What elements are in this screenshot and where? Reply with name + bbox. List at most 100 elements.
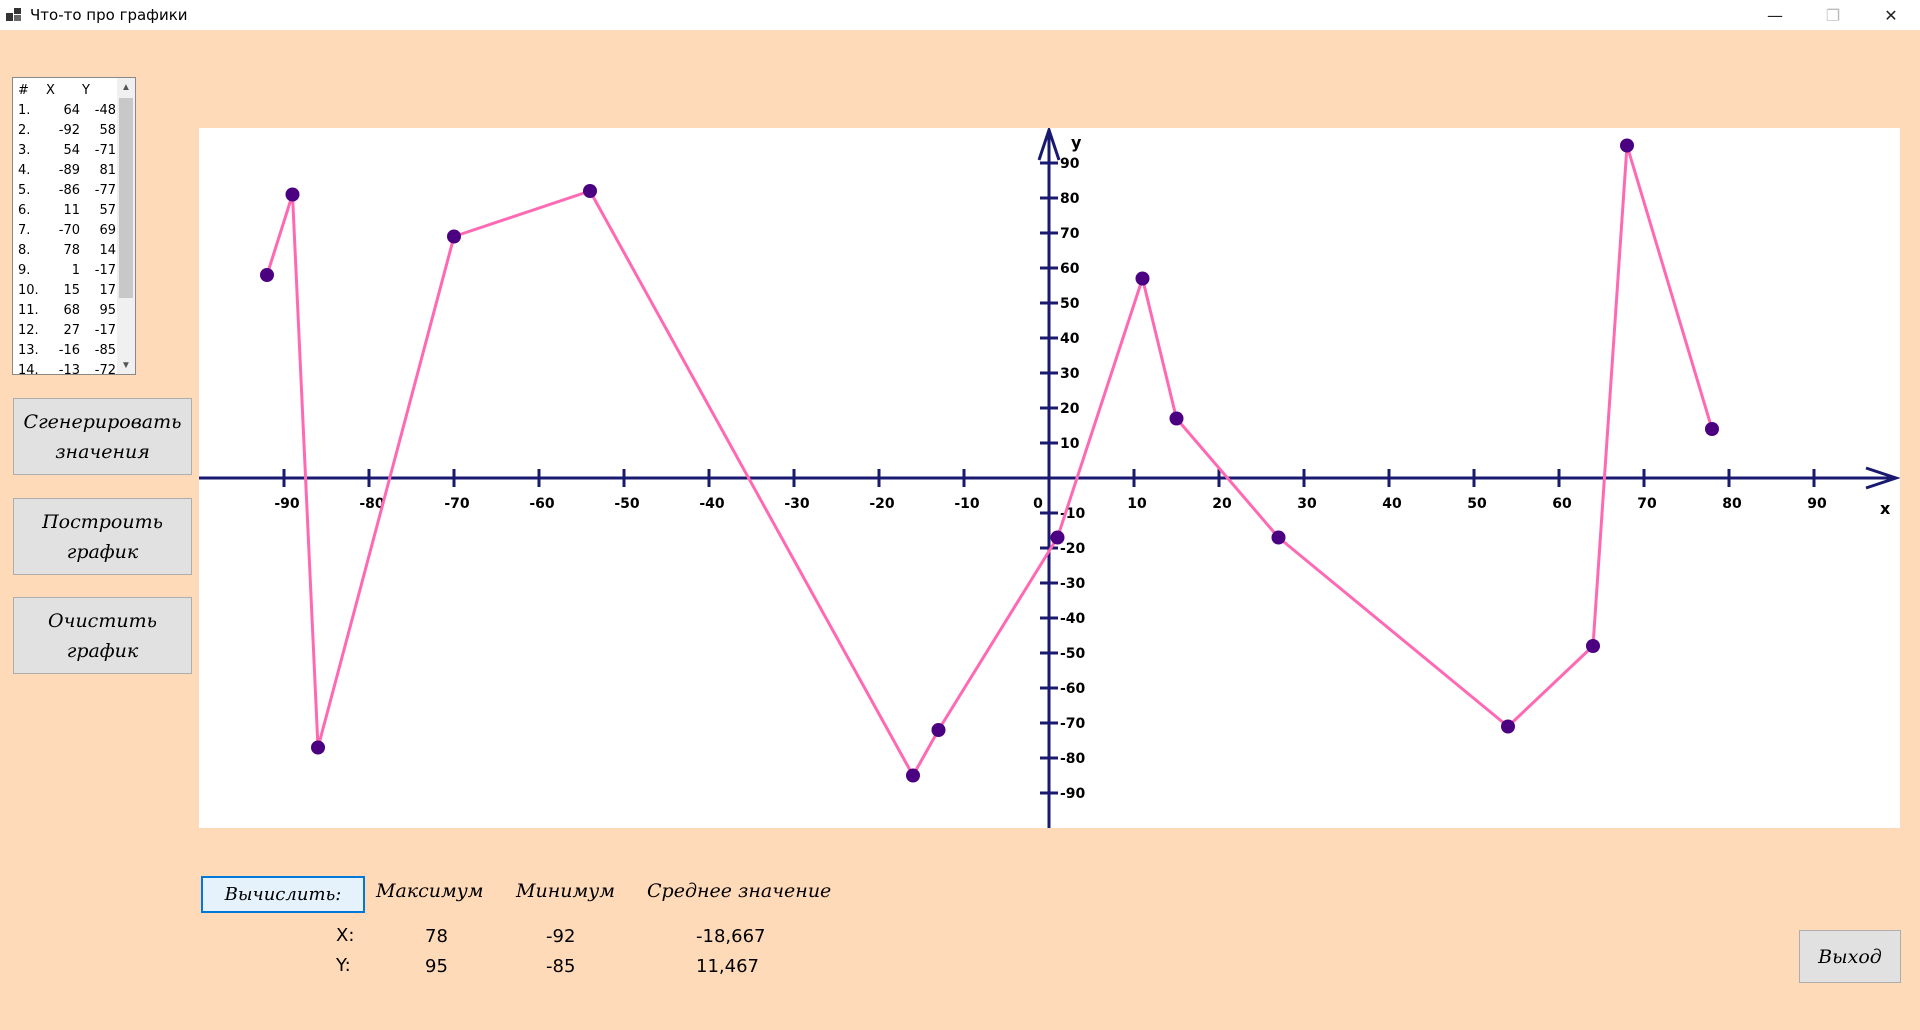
list-item-x: 27 [63, 323, 80, 338]
list-item-x: 11 [63, 203, 80, 218]
y-tick-label: 40 [1060, 331, 1080, 347]
x-tick-label: -30 [784, 496, 810, 512]
list-item[interactable]: 5.-86-77 [18, 181, 117, 201]
y-tick-label: -80 [1060, 751, 1086, 767]
list-scrollbar[interactable]: ▲ ▼ [117, 78, 135, 374]
y-tick-label: 70 [1060, 226, 1080, 242]
y-tick-label: -60 [1060, 681, 1086, 697]
clear-chart-button[interactable]: Очистить график [13, 597, 192, 674]
list-item-x: -16 [58, 343, 80, 358]
y-row-label: Y: [336, 955, 351, 976]
list-item[interactable]: 9.1-17 [18, 261, 117, 281]
x-tick-label: 10 [1127, 496, 1147, 512]
close-button[interactable]: ✕ [1884, 5, 1898, 25]
data-point [906, 768, 920, 783]
scroll-up-icon[interactable]: ▲ [121, 81, 131, 93]
minimize-button[interactable]: — [1767, 5, 1783, 25]
x-tick-label: -90 [274, 496, 300, 512]
series-line [265, 144, 1714, 777]
y-axis-label: y [1071, 133, 1082, 152]
data-point [260, 268, 274, 282]
list-item-x: 15 [63, 283, 80, 298]
list-item-x: -70 [58, 223, 80, 238]
list-item-index: 9. [18, 263, 31, 278]
scroll-down-icon[interactable]: ▼ [121, 359, 131, 371]
y-tick-label: 20 [1060, 401, 1080, 417]
build-chart-button[interactable]: Построить график [13, 498, 192, 575]
list-item-y: 81 [99, 163, 116, 178]
x-tick-label: -80 [359, 496, 385, 512]
list-item-x: -89 [58, 163, 80, 178]
y-tick-label: 60 [1060, 261, 1080, 277]
list-item[interactable]: 14.-13-72 [18, 361, 117, 375]
list-item-y: -17 [94, 323, 116, 338]
y-tick-label: 10 [1060, 436, 1080, 452]
list-item-y: -71 [94, 143, 116, 158]
x-axis-label: x [1880, 499, 1891, 518]
list-item-y: 57 [99, 203, 116, 218]
window-controls: — ❐ ✕ [1746, 0, 1920, 30]
list-item-x: 78 [63, 243, 80, 258]
restore-button[interactable]: ❐ [1825, 5, 1841, 25]
data-point [1705, 422, 1719, 436]
data-point [1135, 271, 1150, 286]
list-item-y: 17 [99, 283, 116, 298]
y-tick-label: 80 [1060, 191, 1080, 207]
list-item-x: 54 [63, 143, 80, 158]
data-point [1586, 639, 1600, 653]
x-tick-label: -60 [529, 496, 555, 512]
data-point [1620, 138, 1634, 153]
list-item[interactable]: 1.64-48 [18, 101, 117, 121]
x-tick-label: 60 [1552, 496, 1572, 512]
data-point [1169, 411, 1184, 426]
list-item[interactable]: 6. 11 57 [18, 201, 117, 221]
y-tick-label: -20 [1060, 541, 1086, 557]
x-max-value: 78 [425, 926, 448, 947]
x-tick-label: 0 [1033, 496, 1043, 512]
exit-button[interactable]: Выход [1799, 930, 1901, 983]
generate-values-button[interactable]: Сгенерировать значения [13, 398, 192, 475]
y-tick-label: -30 [1060, 576, 1086, 592]
list-item-index: 14. [18, 363, 39, 375]
x-tick-label: 50 [1467, 496, 1487, 512]
window-title: Что-то про графики [30, 6, 188, 24]
mean-header: Среднее значение [647, 880, 832, 902]
data-point [931, 723, 946, 737]
list-item[interactable]: 3.54-71 [18, 141, 117, 161]
list-item-y: 69 [99, 223, 116, 238]
data-point [583, 184, 597, 198]
calculate-button[interactable]: Вычислить: [201, 876, 365, 913]
x-tick-label: -10 [954, 496, 980, 512]
list-item-y: 95 [99, 303, 116, 318]
list-header-x: X [46, 83, 55, 98]
list-item-y: -72 [94, 363, 116, 375]
list-item[interactable]: 12.27-17 [18, 321, 117, 341]
list-item[interactable]: 13.-16-85 [18, 341, 117, 361]
y-tick-label: 50 [1060, 296, 1080, 312]
y-max-value: 95 [425, 956, 448, 977]
list-item-index: 6. [18, 203, 31, 218]
y-min-value: -85 [546, 956, 576, 977]
y-tick-label: -90 [1060, 786, 1086, 802]
y-tick-label: 90 [1060, 156, 1080, 172]
max-header: Максимум [376, 880, 484, 902]
x-tick-label: -40 [699, 496, 725, 512]
list-item-y: -17 [94, 263, 116, 278]
list-item-index: 5. [18, 183, 31, 198]
list-item-x: 64 [63, 103, 80, 118]
scroll-thumb[interactable] [119, 98, 133, 298]
list-item-index: 11. [18, 303, 39, 318]
list-header-y: Y [82, 83, 90, 98]
y-tick-label: 30 [1060, 366, 1080, 382]
list-item-y: -77 [94, 183, 116, 198]
data-point [1501, 719, 1515, 734]
